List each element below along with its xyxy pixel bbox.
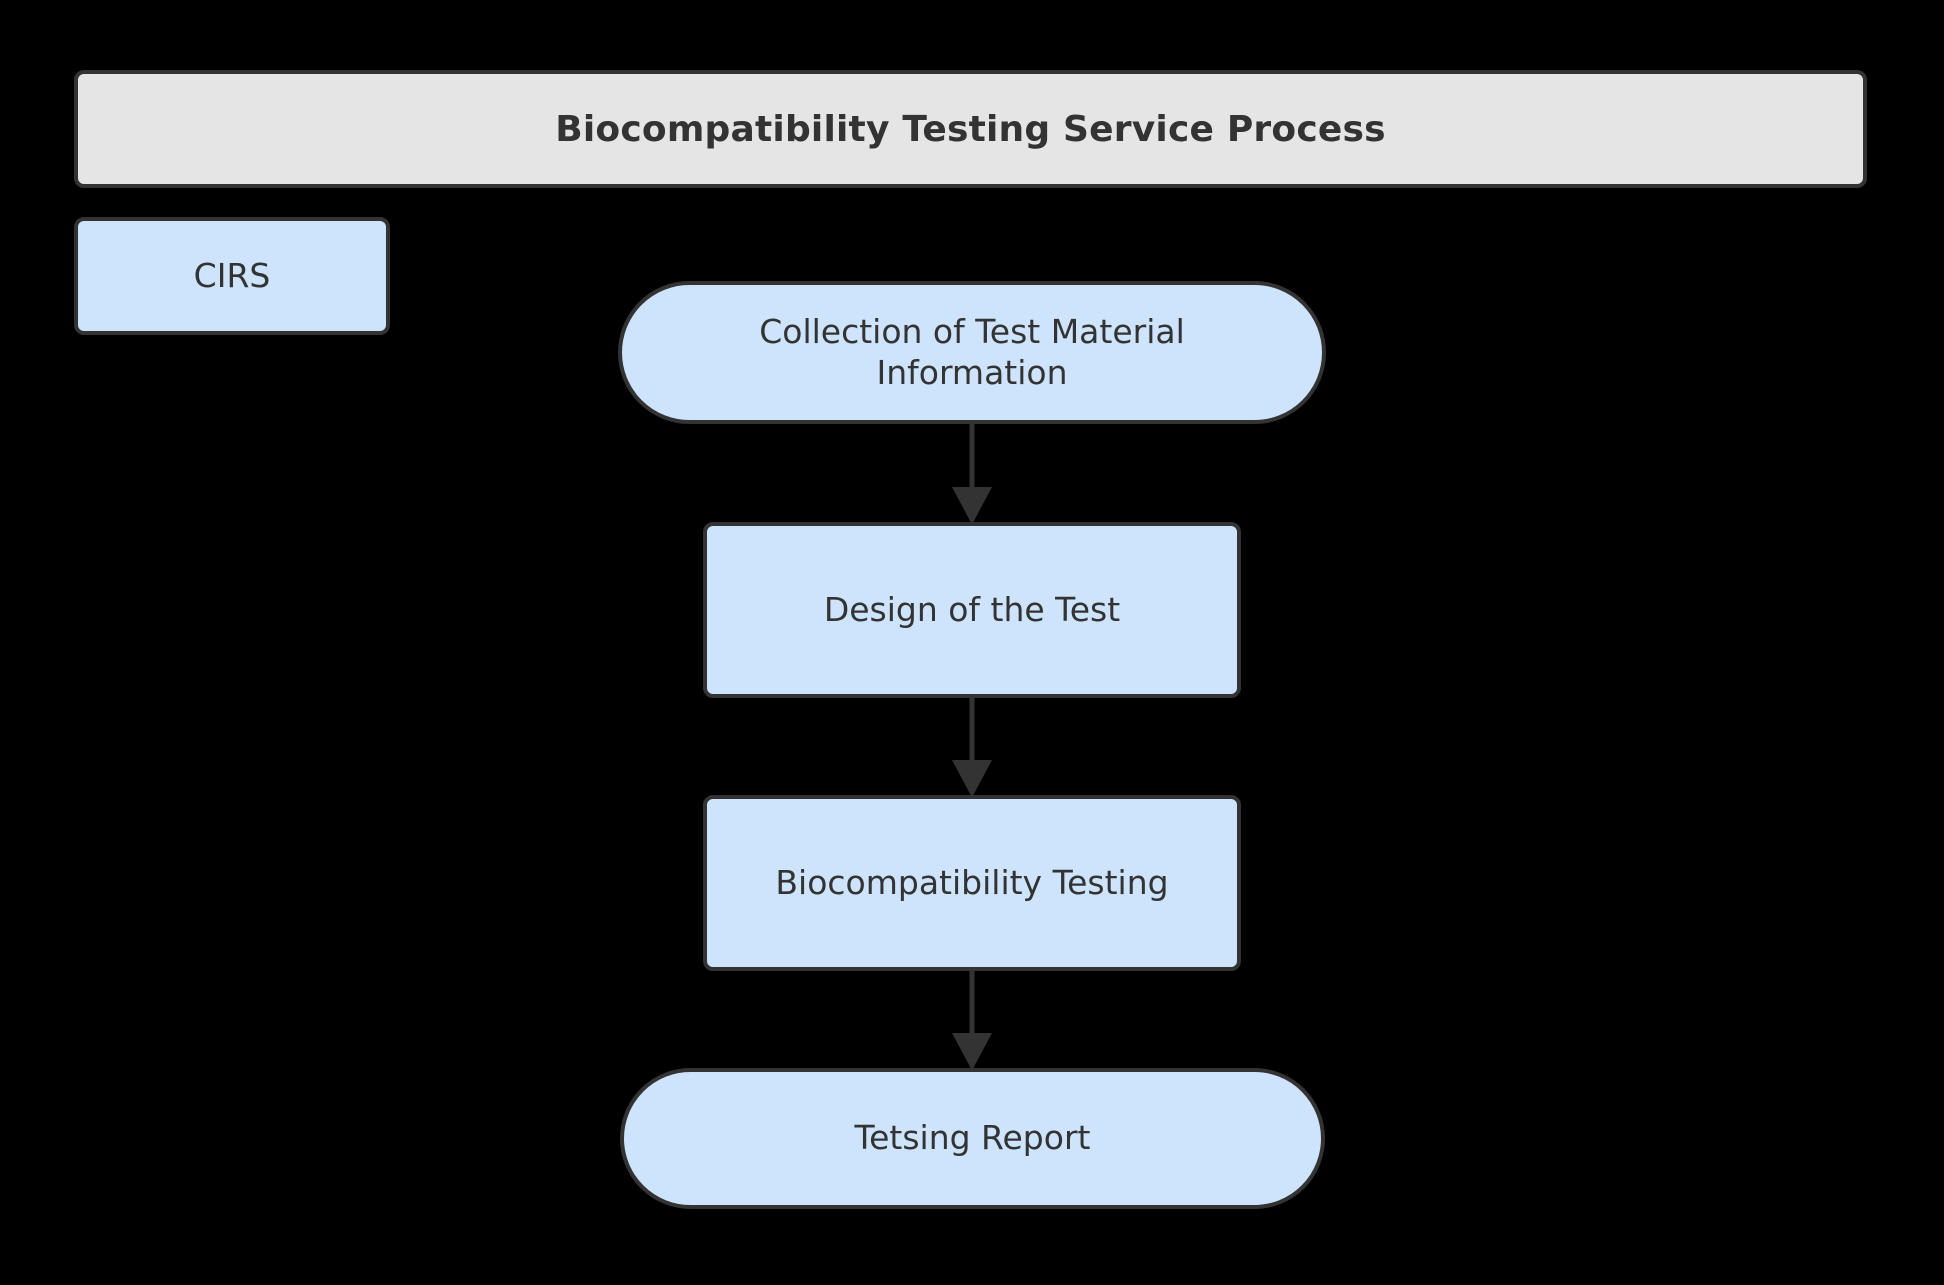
- node-tetsing-report[interactable]: Tetsing Report: [620, 1068, 1325, 1209]
- node-label-line-1: Collection of Test Material: [759, 312, 1185, 352]
- page-title: Biocompatibility Testing Service Process: [555, 108, 1386, 150]
- node-label-line-2: Information: [876, 352, 1068, 392]
- node-label: Collection of Test Material Information: [741, 312, 1203, 393]
- node-label: Design of the Test: [823, 589, 1121, 629]
- node-collection-of-test-material-information[interactable]: Collection of Test Material Information: [618, 281, 1326, 424]
- node-label: Biocompatibility Testing: [775, 862, 1169, 902]
- legend-label: CIRS: [193, 255, 271, 295]
- diagram-title-bar: Biocompatibility Testing Service Process: [74, 70, 1867, 188]
- node-biocompatibility-testing[interactable]: Biocompatibility Testing: [703, 795, 1241, 971]
- legend-box-cirs: CIRS: [74, 217, 390, 335]
- node-design-of-the-test[interactable]: Design of the Test: [703, 522, 1241, 698]
- node-label: Tetsing Report: [854, 1118, 1091, 1158]
